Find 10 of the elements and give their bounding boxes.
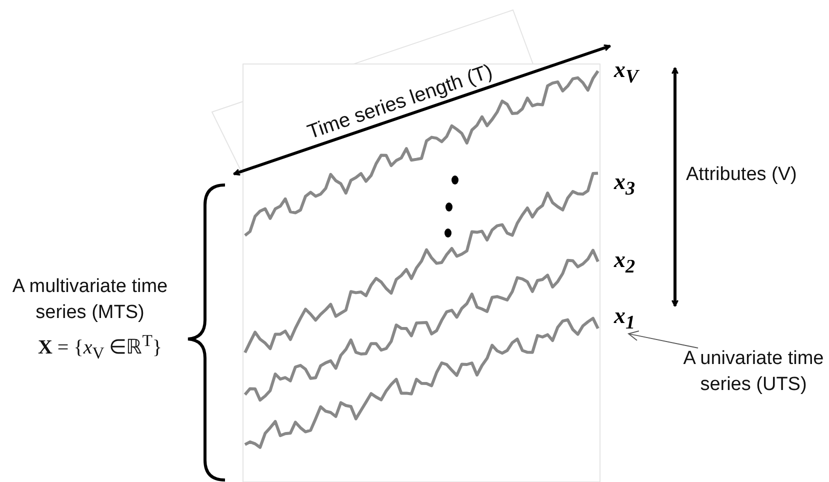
variable-label: x$_{V}$ <box>614 58 638 87</box>
formula-text: X = {x$_{V}$ ∈ℝ$^{T}$} <box>36 330 164 365</box>
axis-label: Attributes (V) <box>686 163 797 187</box>
description-text: A univariate time series (UTS) <box>676 346 829 398</box>
variable-label: x$_{2}$ <box>614 248 636 277</box>
variable-label: x$_{1}$ <box>614 304 636 333</box>
leader-line <box>628 330 698 348</box>
description-text: A multivariate time series (MTS) <box>11 275 169 325</box>
axis-label: Time series length (T) <box>304 59 496 146</box>
variable-label: x$_{3}$ <box>614 170 636 199</box>
